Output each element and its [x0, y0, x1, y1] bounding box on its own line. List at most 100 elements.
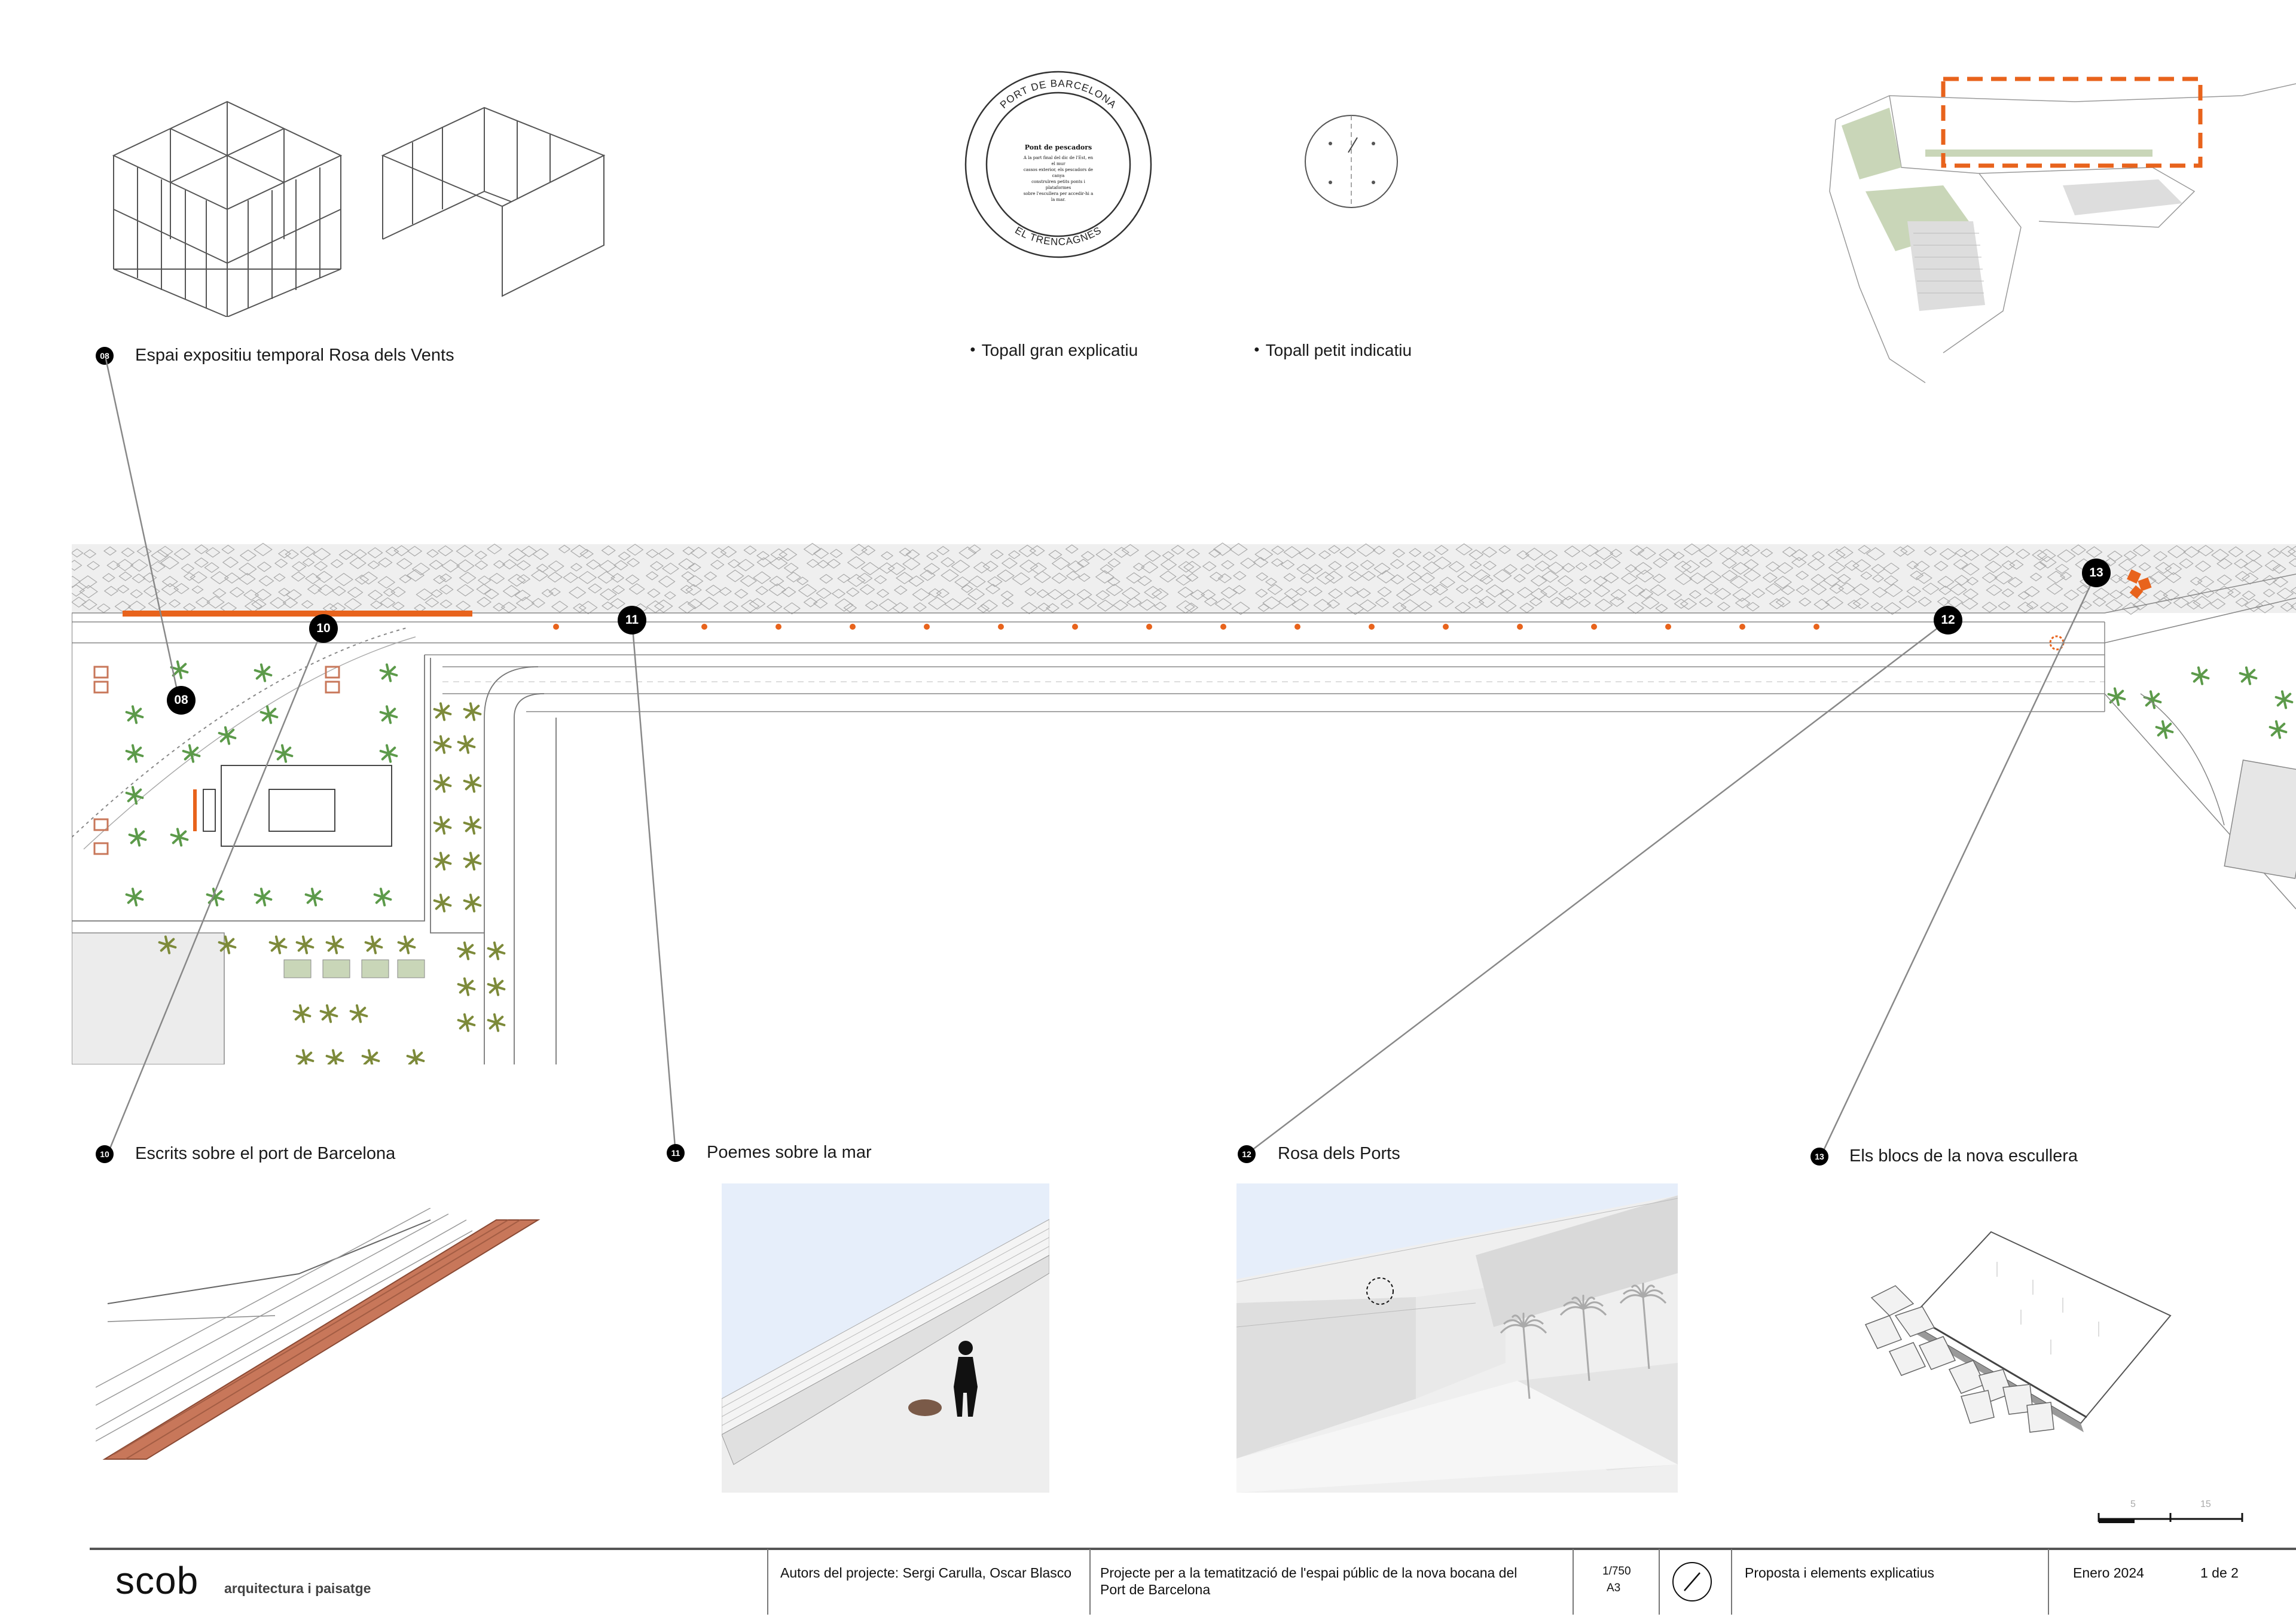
topall-marker: [1739, 624, 1745, 630]
rock-block: [1316, 571, 1335, 585]
rock-block: [645, 571, 659, 581]
palm-tree: [379, 663, 398, 682]
rock-block: [1837, 573, 1851, 584]
rock-block: [688, 563, 701, 572]
rock-block: [1221, 560, 1235, 570]
rock-block: [1186, 573, 1199, 582]
rock-block: [315, 571, 333, 583]
rock-block: [1594, 599, 1613, 612]
pavilion-panel-drawing: [371, 90, 622, 317]
rock-block: [1683, 543, 1700, 556]
rock-block: [194, 557, 209, 568]
rock-block: [488, 572, 505, 584]
rock-block: [982, 560, 999, 572]
footer-project-1: Projecte per a la tematització de l'espa…: [1100, 1565, 1518, 1581]
footer-sep-5: [1731, 1549, 1732, 1615]
rock-block: [613, 560, 628, 571]
rock-block: [2244, 599, 2264, 612]
rock-block: [114, 600, 132, 612]
rock-block: [390, 586, 406, 597]
rock-block: [2132, 600, 2148, 611]
rock-block: [1121, 544, 1140, 557]
rock-block: [407, 545, 423, 557]
rock-block: [1547, 562, 1565, 574]
topall-marker: [1517, 624, 1523, 630]
rock-block: [1743, 559, 1759, 570]
rock-block: [1360, 560, 1375, 571]
rock-block: [912, 588, 931, 601]
rock-block: [1934, 560, 1949, 571]
rock-block: [678, 558, 695, 571]
rock-block: [191, 585, 204, 594]
plaque-body-2: cassos exterior, els pescadors de canya: [1023, 167, 1094, 178]
rock-block: [1589, 560, 1602, 569]
rock-block: [385, 547, 399, 557]
palm-tree: [433, 702, 452, 721]
rock-block: [1882, 562, 1900, 575]
rock-block: [1100, 564, 1114, 574]
footer-sep-3: [1573, 1549, 1574, 1615]
rock-block: [1202, 561, 1217, 572]
rock-block: [817, 560, 830, 569]
palm-tree: [361, 1049, 380, 1064]
rock-block: [1751, 588, 1766, 599]
rock-block: [959, 597, 977, 610]
rock-block: [1434, 545, 1449, 556]
rock-block: [1883, 602, 1901, 615]
rock-block: [2009, 559, 2024, 570]
rock-block: [514, 590, 531, 602]
rock-block: [2086, 546, 2103, 558]
rock-block: [768, 583, 787, 596]
rock-block: [151, 549, 169, 562]
rock-block: [783, 563, 799, 573]
brand-subtitle: arquitectura i paisatge: [224, 1581, 371, 1596]
rock-block: [968, 575, 986, 588]
rock-block: [1760, 548, 1773, 558]
palm-tree: [457, 977, 476, 996]
rock-block: [116, 559, 134, 572]
rock-block: [1810, 583, 1827, 596]
rock-block: [1721, 569, 1738, 582]
palm-tree: [406, 1049, 425, 1064]
rock-block: [1602, 556, 1621, 569]
palm-tree: [2143, 690, 2162, 709]
rock-block: [740, 575, 757, 587]
rock-block: [531, 597, 546, 608]
rock-block: [1937, 575, 1955, 588]
rock-block: [278, 587, 291, 597]
rock-block: [1159, 571, 1177, 583]
rock-block: [558, 545, 571, 554]
rock-block: [570, 544, 589, 558]
rock-block: [541, 588, 554, 597]
palm-tree: [125, 705, 144, 724]
rock-block: [1703, 570, 1722, 584]
brand-logo: scob: [115, 1559, 199, 1602]
rock-block: [273, 573, 286, 582]
rock-block: [1422, 584, 1439, 596]
plaque-body-3: construïren petits ponts i plataformes: [1031, 179, 1085, 190]
rock-block: [1144, 550, 1161, 562]
rock-block: [300, 546, 316, 557]
rock-block: [2092, 587, 2110, 600]
topall-marker: [1443, 624, 1449, 630]
rock-block: [803, 542, 822, 556]
rock-block: [173, 548, 191, 560]
rock-block: [2190, 576, 2203, 586]
palm-tree: [170, 660, 189, 679]
rock-block: [1681, 560, 1700, 573]
rock-block: [1689, 590, 1702, 599]
rock-block: [723, 600, 739, 612]
rock-block: [1579, 575, 1592, 584]
rock-block: [1498, 545, 1511, 554]
rock-block: [860, 562, 880, 575]
palm-tree: [364, 935, 383, 954]
rock-block: [1280, 559, 1295, 570]
rock-block: [847, 556, 866, 569]
rock-block: [254, 542, 273, 557]
rock-block: [1893, 546, 1908, 557]
rock-block: [1213, 542, 1232, 556]
rock-block: [726, 569, 744, 582]
rock-block: [1638, 588, 1654, 599]
rock-block: [72, 548, 84, 558]
rock-block: [861, 545, 876, 556]
